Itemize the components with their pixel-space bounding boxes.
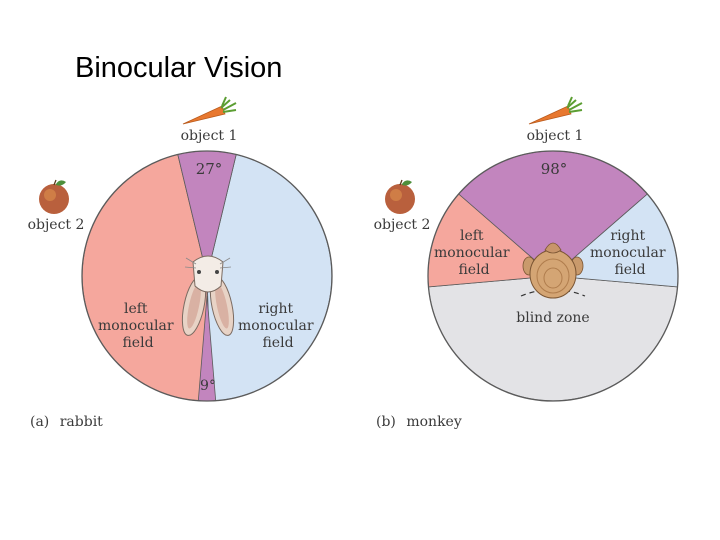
rabbit-caption: (a) rabbit (30, 414, 103, 430)
monkey-visual-field-circle (427, 150, 679, 402)
apple-icon (385, 179, 415, 214)
rabbit-visual-field-circle (81, 150, 333, 402)
monkey-front-angle-label: 98° (541, 160, 568, 178)
rabbit-head-icon (181, 255, 235, 336)
rabbit-rear-angle-label: 9° (200, 378, 216, 394)
rabbit-diagram: object 1 object 2 27° 9° left monocular … (28, 96, 333, 430)
monkey-object1-label: object 1 (527, 128, 584, 144)
monkey-caption: (b) monkey (376, 414, 462, 430)
monkey-left-field-label: left monocular field (434, 228, 514, 278)
rabbit-left-field-label: left monocular field (98, 301, 178, 351)
monkey-diagram: object 1 object 2 98° left monocular fie… (374, 96, 679, 430)
monkey-field-outline (427, 150, 679, 402)
rabbit-object2-label: object 2 (28, 217, 85, 233)
rabbit-field-outline (81, 150, 333, 402)
rabbit-object1-label: object 1 (181, 128, 238, 144)
monkey-right-field-label: right monocular field (590, 228, 670, 278)
rabbit-front-angle-label: 27° (196, 160, 223, 178)
apple-icon (39, 179, 69, 214)
carrot-icon (182, 96, 237, 125)
monkey-head-icon (520, 242, 586, 299)
carrot-icon (528, 96, 583, 125)
monkey-object2-label: object 2 (374, 217, 431, 233)
monkey-blind-zone-label: blind zone (516, 310, 589, 326)
rabbit-right-field-label: right monocular field (238, 301, 318, 351)
slide-title: Binocular Vision (75, 52, 283, 84)
